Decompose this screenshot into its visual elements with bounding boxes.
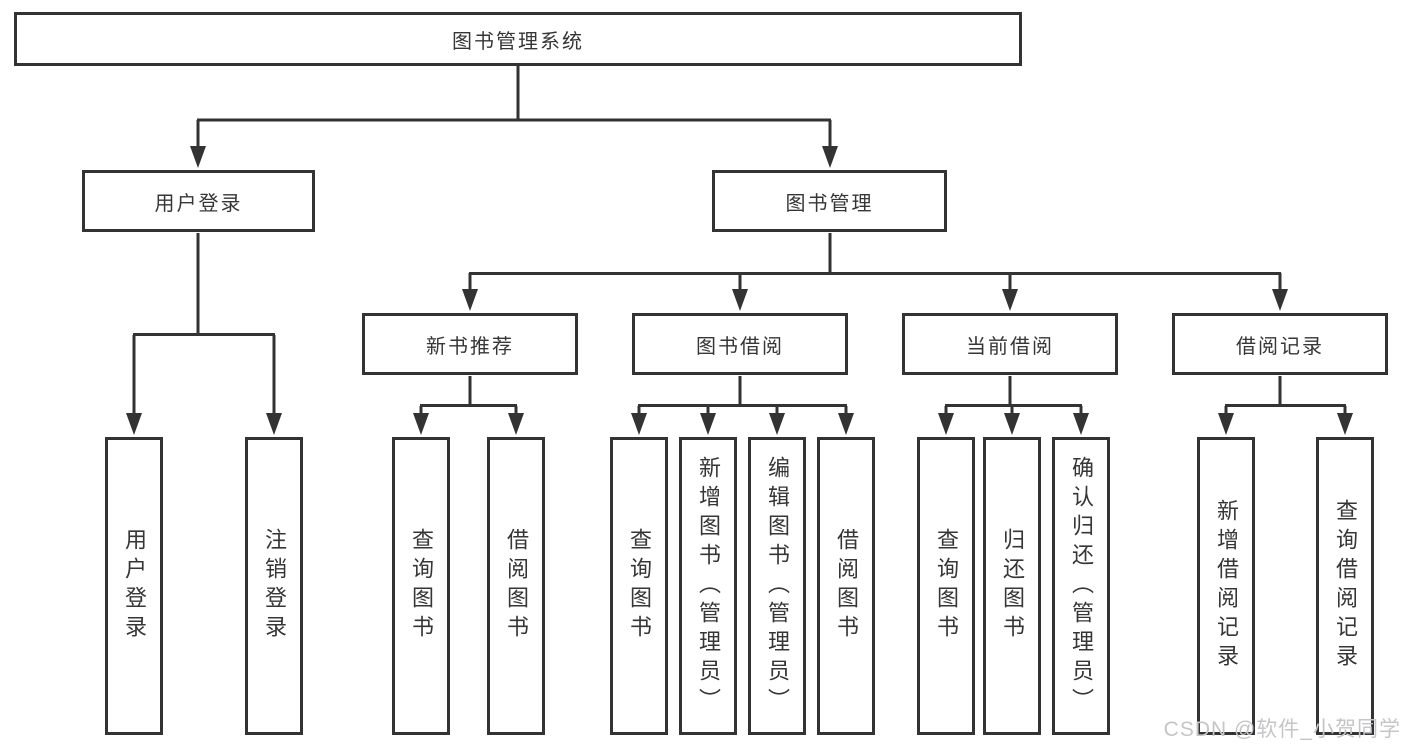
leaf-current-return-books: 归还图书: [983, 437, 1041, 735]
leaf-recommend-borrow-books: 借阅图书: [487, 437, 545, 735]
leaf-borrow-query-books: 查询图书: [610, 437, 668, 735]
leaf-borrow-edit-books-admin: 编辑图书（管理员）: [748, 437, 806, 735]
leaf-borrow-add-books-admin: 新增图书（管理员）: [679, 437, 737, 735]
leaf-records-query-record: 查询借阅记录: [1316, 437, 1374, 735]
node-book-management: 图书管理: [712, 170, 947, 232]
node-user-login: 用户登录: [82, 170, 315, 232]
node-new-book-recommend: 新书推荐: [362, 313, 578, 375]
leaf-recommend-query-books: 查询图书: [392, 437, 450, 735]
node-borrow-records: 借阅记录: [1172, 313, 1388, 375]
leaf-user-login: 用户登录: [105, 437, 163, 735]
csdn-watermark: CSDN @软件_小贺同学: [1163, 718, 1401, 741]
leaf-current-query-books: 查询图书: [917, 437, 975, 735]
leaf-logout: 注销登录: [245, 437, 303, 735]
node-current-borrow: 当前借阅: [902, 313, 1118, 375]
node-book-borrow: 图书借阅: [632, 313, 848, 375]
node-root: 图书管理系统: [14, 12, 1022, 66]
leaf-borrow-borrow-books: 借阅图书: [817, 437, 875, 735]
leaf-current-confirm-return-admin: 确认归还（管理员）: [1052, 437, 1110, 735]
leaf-records-add-record: 新增借阅记录: [1197, 437, 1255, 735]
